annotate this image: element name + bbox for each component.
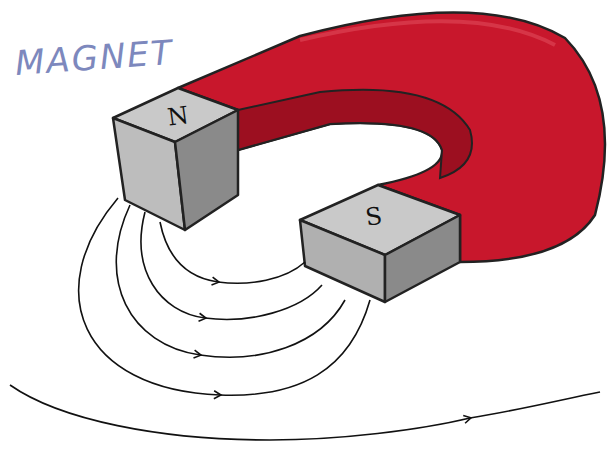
- north-pole-front: [113, 118, 185, 230]
- magnet-highlight: [300, 21, 555, 45]
- field-lines: [10, 198, 600, 440]
- pole-letter: S: [364, 204, 384, 230]
- magnet-body: [178, 12, 605, 262]
- south-pole-front: [300, 220, 385, 302]
- handwritten-title: MAGNET: [14, 35, 175, 80]
- magnet-inner-shade: [238, 90, 472, 178]
- south-pole-side: [385, 215, 460, 302]
- pole-letter: N: [166, 103, 190, 130]
- north-pole-side: [175, 110, 238, 230]
